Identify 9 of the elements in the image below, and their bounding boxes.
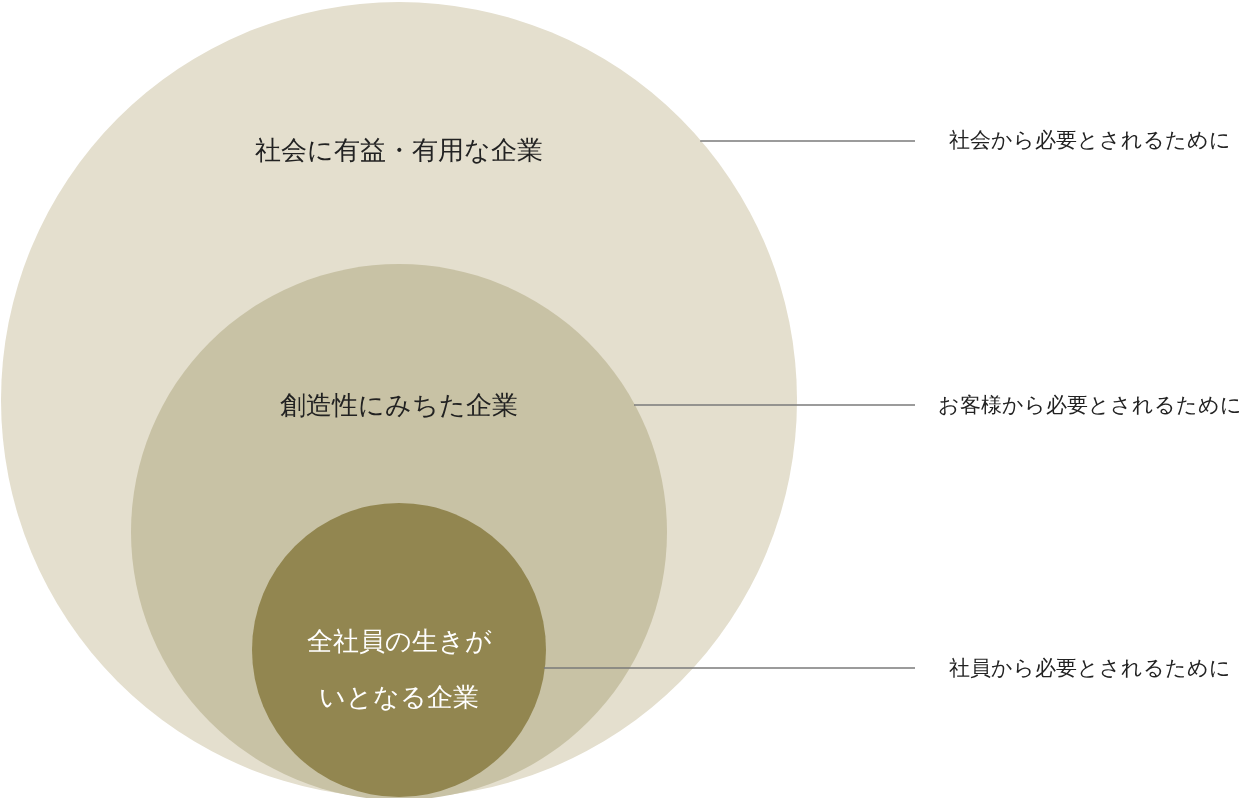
- side-caption: お客様から必要とされるために: [938, 392, 1242, 419]
- side-caption: 社員から必要とされるために: [949, 655, 1231, 682]
- leader-line: [699, 140, 916, 142]
- circle-label: 全社員の生きがいとなる企業: [305, 625, 493, 714]
- leader-line: [633, 404, 916, 406]
- circle-label: 創造性にみちた企業: [279, 389, 519, 422]
- circle-label: 社会に有益・有用な企業: [254, 134, 544, 167]
- leader-line: [543, 667, 916, 669]
- side-caption: 社会から必要とされるために: [949, 127, 1231, 154]
